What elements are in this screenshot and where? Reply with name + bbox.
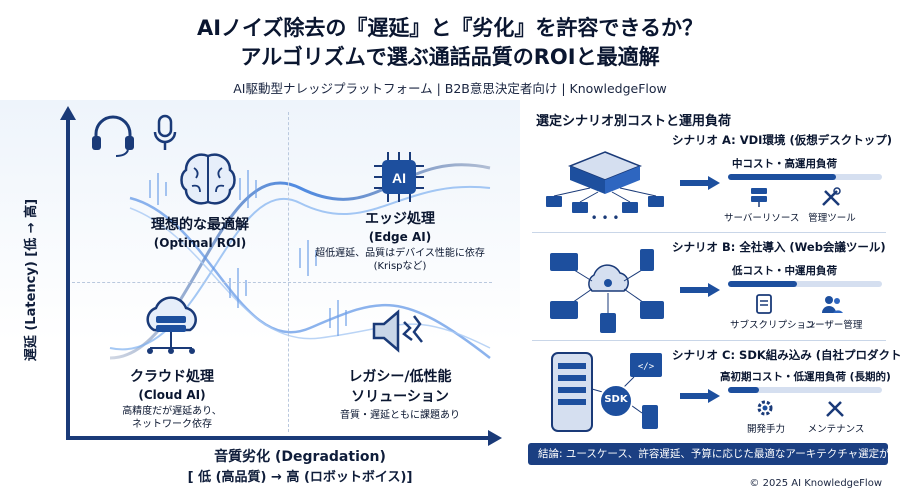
quadrant-legacy-title: レガシー/低性能 <box>348 369 452 385</box>
scenario-c-load-bar <box>728 387 882 393</box>
quadrant-legacy-title2: ソリューション <box>351 389 449 405</box>
quadrant-cloud-desc: 高精度だが遅延あり、 ネットワーク依存 <box>92 405 252 431</box>
scenario-c-cost: 高初期コスト・低運用負荷 (長期的) <box>720 371 891 383</box>
quadrant-optimal-sub: (Optimal ROI) <box>153 236 247 250</box>
panel-title: 選定シナリオ別コストと運用負荷 <box>536 114 732 129</box>
server-icon <box>751 188 767 207</box>
quadrant-edge: エッジ処理 (Edge AI) 超低遅延、品質はデバイス性能に依存 (Krisp… <box>300 208 500 273</box>
quadrant-legacy-desc: 音質・遅延ともに課題あり <box>340 410 460 421</box>
copyright-footer: © 2025 AI KnowledgeFlow <box>749 478 882 489</box>
scenario-a-cost: 中コスト・高運用負荷 <box>732 158 837 170</box>
x-axis-arrowhead <box>488 430 502 446</box>
quadrant-edge-sub: (Edge AI) <box>368 230 432 244</box>
quadrant-divider-vertical <box>288 112 289 432</box>
y-axis-label: 遅延 (Latency) [低 → 高] <box>24 198 39 362</box>
y-axis-arrowhead <box>60 106 76 120</box>
scenario-a-title: シナリオ A: VDI環境 (仮想デスクトップ) <box>672 133 892 147</box>
quadrant-optimal: 理想的な最適解 (Optimal ROI) <box>130 214 270 250</box>
scenario-a: シナリオ A: VDI環境 (仮想デスクトップ) • • • 中コスト・高運用負… <box>532 126 892 232</box>
scenario-c-load-fill <box>728 387 759 393</box>
sdk-badge-label: SDK <box>604 394 628 405</box>
tools-icon <box>822 187 841 206</box>
svg-text:AI: AI <box>392 170 406 186</box>
development-gear-icon <box>757 400 773 416</box>
user-management-icon <box>822 296 843 313</box>
ai-chip-icon: AI <box>374 152 424 202</box>
maintenance-tools-icon <box>826 401 844 417</box>
server-rack-icon: • • • <box>546 151 664 225</box>
page-title-line2: アルゴリズムで選ぶ通話品質のROIと最適解 <box>240 45 660 69</box>
y-axis <box>66 118 70 438</box>
web-meeting-network-icon <box>550 249 664 333</box>
quadrant-legacy: レガシー/低性能 ソリューション 音質・遅延ともに課題あり <box>320 366 480 422</box>
scenario-c-arrow <box>680 389 720 403</box>
sdk-devices-icon: </> <box>551 352 662 432</box>
quadrant-cloud: クラウド処理 (Cloud AI) 高精度だが遅延あり、 ネットワーク依存 <box>92 366 252 431</box>
scenario-b-item-1: サブスクリプション <box>730 320 816 331</box>
cloud-server-icon <box>146 296 197 354</box>
scenario-b-arrow <box>680 283 720 297</box>
svg-text:• • •: • • • <box>591 211 620 225</box>
page-subtitle: AI駆動型ナレッジプラットフォーム | B2B意思決定者向け | Knowled… <box>233 81 667 96</box>
subscription-icon <box>756 294 772 314</box>
headset-icon <box>92 115 134 157</box>
scenario-b-cost: 低コスト・中運用負荷 <box>732 265 837 277</box>
scenario-c-item-2: メンテナンス <box>807 424 865 435</box>
scenario-b-load-bar <box>728 281 882 287</box>
x-axis-sublabel: [ 低 (高品質) → 高 (ロボットボイス)] <box>187 470 413 485</box>
quadrant-divider-horizontal <box>72 282 492 283</box>
scenario-a-arrow <box>680 176 720 190</box>
scenario-a-item-2: 管理ツール <box>808 213 856 224</box>
sdk-badge-icon <box>599 384 633 418</box>
svg-text:</>: </> <box>638 362 655 372</box>
scenario-a-load-bar <box>728 174 882 180</box>
brain-icon <box>180 153 236 205</box>
quadrant-edge-desc1: 超低遅延、品質はデバイス性能に依存 <box>315 248 485 259</box>
quadrant-edge-desc2: (Krispなど) <box>373 261 427 272</box>
scenario-b-item-2: ユーザー管理 <box>805 320 863 331</box>
speaker-noise-icon <box>372 309 423 353</box>
scenario-b: シナリオ B: 全社導入 (Web会議ツール) 低コスト・中運用負荷 サブスクリ… <box>532 232 886 340</box>
quadrant-cloud-title: クラウド処理 <box>130 369 214 385</box>
scenario-c-title: シナリオ C: SDK組み込み (自社プロダクト) <box>672 348 900 362</box>
conclusion-banner: 結論: ユースケース、許容遅延、予算に応じた最適なアーキテクチャ選定が重要 <box>528 443 888 465</box>
quadrant-edge-title: エッジ処理 <box>365 211 435 227</box>
scenario-c: シナリオ C: SDK組み込み (自社プロダクト) </> SDK 高初期コスト… <box>532 340 900 440</box>
scenario-a-load-fill <box>728 174 836 180</box>
quadrant-cloud-sub: (Cloud AI) <box>138 388 206 402</box>
page-title-line1: AIノイズ除去の『遅延』と『劣化』を許容できるか？ <box>196 16 703 40</box>
quadrant-cloud-desc1: 高精度だが遅延あり、 <box>122 406 222 417</box>
scenario-c-item-1: 開発手力 <box>746 424 785 435</box>
quadrant-cloud-desc2: ネットワーク依存 <box>132 419 212 430</box>
quadrant-edge-desc: 超低遅延、品質はデバイス性能に依存 (Krispなど) <box>300 247 500 273</box>
microphone-icon <box>153 114 177 150</box>
scenario-a-item-1: サーバーリソース <box>724 213 800 224</box>
scenario-b-load-fill <box>728 281 798 287</box>
quadrant-optimal-title: 理想的な最適解 <box>151 217 249 233</box>
scenario-b-title: シナリオ B: 全社導入 (Web会議ツール) <box>672 240 886 254</box>
x-axis <box>66 436 490 440</box>
x-axis-label: 音質劣化 (Degradation) <box>214 449 386 465</box>
